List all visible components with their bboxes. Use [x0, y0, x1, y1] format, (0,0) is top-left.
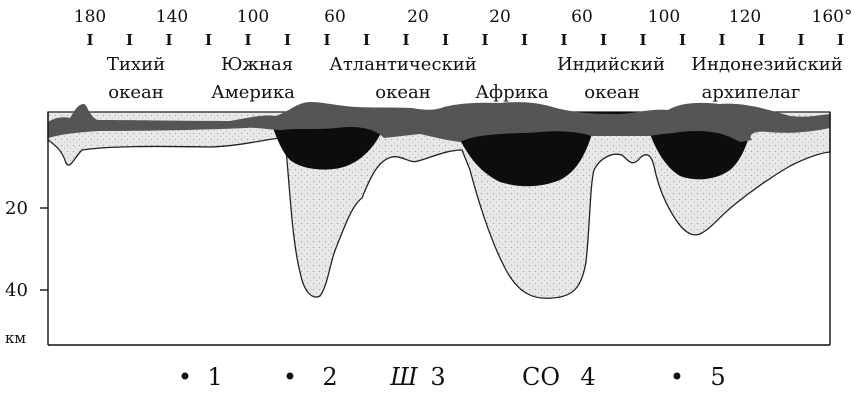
longitude-tick: I [679, 31, 686, 49]
profile [47, 102, 831, 299]
longitude-label: 160° [812, 7, 853, 27]
stippled-layer [47, 111, 831, 299]
depth-label: 20 [5, 198, 28, 219]
longitude-labels: 180 140 100 60 20 20 60 100 120 160° [74, 7, 853, 27]
longitude-label: 100 [237, 7, 269, 27]
longitude-label: 140 [156, 7, 188, 27]
longitude-tick: I [639, 31, 646, 49]
longitude-tick: I [205, 31, 212, 49]
legend-label: 3 [430, 363, 445, 391]
longitude-tick: I [837, 31, 844, 49]
longitude-tick: I [560, 31, 567, 49]
longitude-tick: I [600, 31, 607, 49]
longitude-label: 100 [648, 7, 680, 27]
region-label-line1: Индонезийский [691, 54, 842, 75]
longitude-label: 20 [489, 7, 511, 27]
longitude-tick: I [797, 31, 804, 49]
region-label-line2: океан [584, 82, 639, 103]
legend-marker: • [670, 363, 684, 391]
legend-label: 5 [710, 363, 725, 391]
legend-label: 4 [580, 363, 595, 391]
region-label-line1: Атлантический [329, 54, 477, 75]
legend-marker: • [178, 363, 192, 391]
region-label-line1: Тихий [107, 54, 165, 75]
legend-label: 2 [322, 363, 337, 391]
legend-marker: Ш [389, 363, 418, 391]
longitude-tick: I [284, 31, 291, 49]
depth-axis: 20 40 км [5, 112, 831, 347]
longitude-tick: I [165, 31, 172, 49]
region-label-line2: океан [375, 82, 430, 103]
legend-marker: • [283, 363, 297, 391]
legend: • 1 • 2 Ш 3 СО 4 • 5 [178, 363, 726, 391]
longitude-tick: I [323, 31, 330, 49]
region-label-line2: Америка [211, 82, 295, 103]
longitude-tick: I [442, 31, 449, 49]
longitude-tick: I [758, 31, 765, 49]
longitude-tick: I [481, 31, 488, 49]
region-labels: Тихий океан Южная Америка Атлантический … [107, 54, 843, 103]
longitude-tick: I [521, 31, 528, 49]
longitude-label: 180 [74, 7, 106, 27]
region-label-line1: Африка [475, 82, 548, 103]
region-label-line1: Южная [221, 54, 293, 75]
surface-layer [48, 102, 830, 142]
longitude-label: 60 [571, 7, 593, 27]
legend-label: 1 [207, 363, 222, 391]
longitude-tick: I [126, 31, 133, 49]
longitude-label: 60 [324, 7, 346, 27]
longitude-tick: I [244, 31, 251, 49]
longitude-label: 20 [407, 7, 429, 27]
region-label-line1: Индийский [557, 54, 665, 75]
depth-unit: км [5, 329, 26, 347]
longitude-tick: I [86, 31, 93, 49]
region-label-line2: архипелаг [702, 82, 801, 103]
region-label-line2: океан [108, 82, 163, 103]
legend-marker: СО [522, 363, 560, 391]
longitude-tick: I [718, 31, 725, 49]
longitude-tick: I [402, 31, 409, 49]
longitude-tick: I [363, 31, 370, 49]
depth-label: 40 [5, 280, 28, 301]
longitude-label: 120 [729, 7, 761, 27]
